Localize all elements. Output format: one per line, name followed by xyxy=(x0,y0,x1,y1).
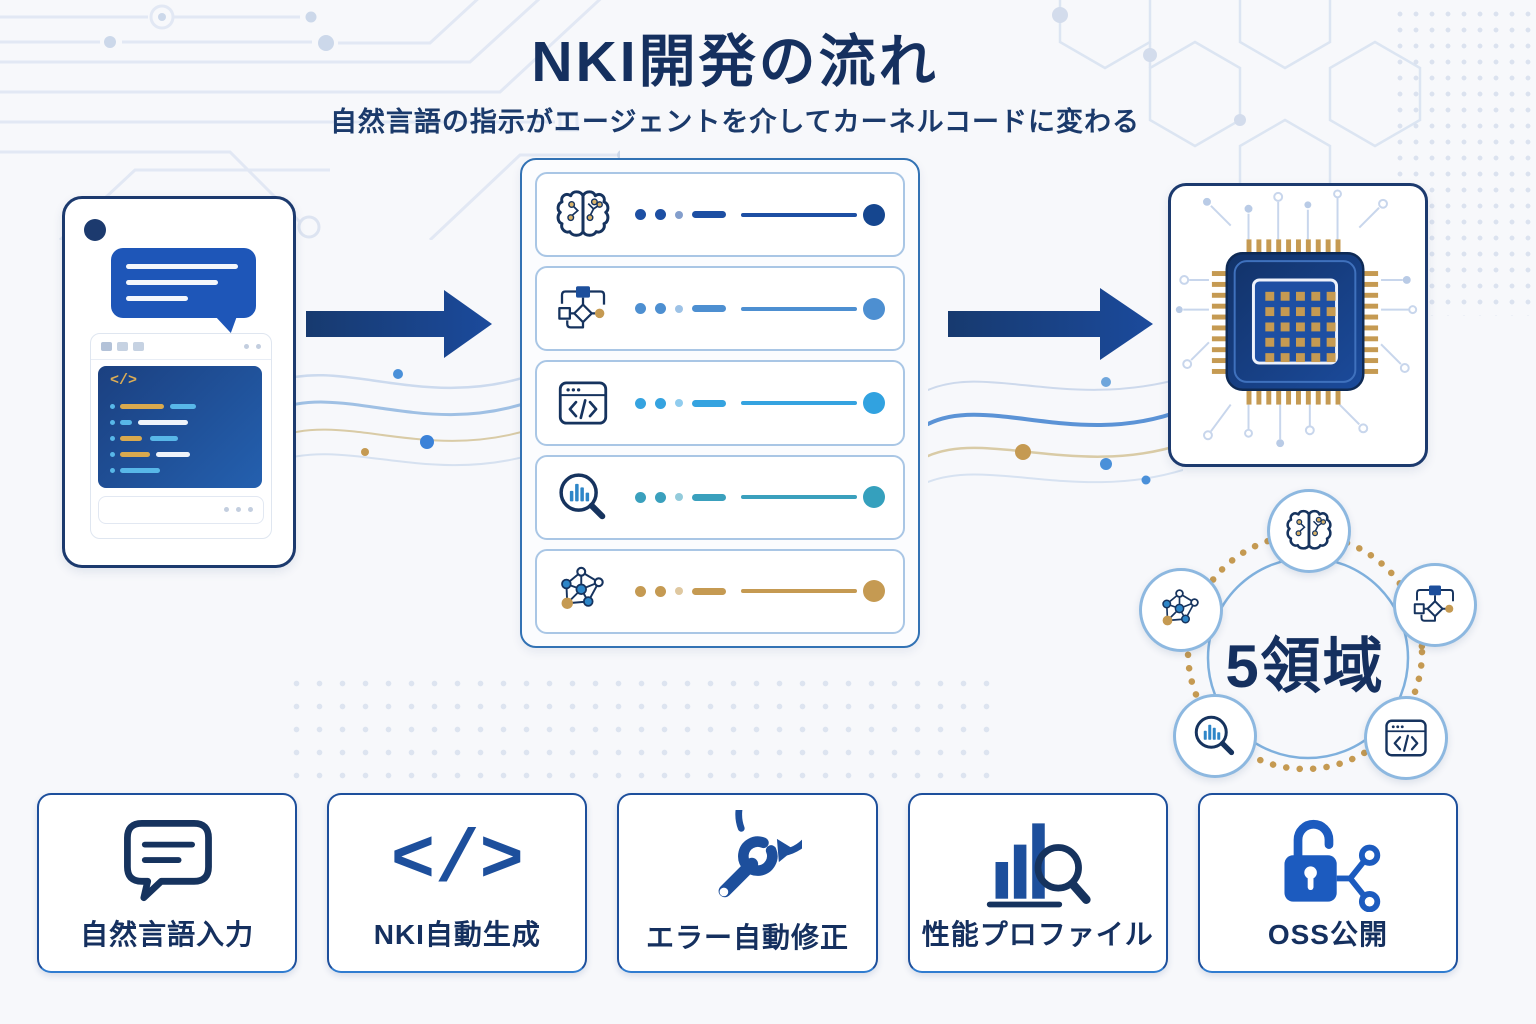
domain-bubble-profiling xyxy=(1173,694,1257,778)
brain-icon xyxy=(1285,507,1333,555)
page-title: NKI開発の流れ xyxy=(531,30,939,94)
code-window-icon xyxy=(555,375,611,431)
page-subtitle: 自然言語の指示がエージェントを介してカーネルコードに変わる xyxy=(329,107,1141,137)
progress-track xyxy=(635,392,885,414)
chat-bubble-tail xyxy=(215,316,237,333)
pipeline-row-flowchart xyxy=(535,266,905,352)
window-titlebar xyxy=(91,334,271,360)
wrench-refresh-icon xyxy=(694,809,802,916)
flow-arrow-left xyxy=(306,290,492,358)
card-natural-language-input: 自然言語入力 xyxy=(37,793,298,973)
avatar xyxy=(84,219,106,241)
progress-track xyxy=(635,580,885,603)
progress-track xyxy=(635,486,885,509)
code-window-icon xyxy=(1382,714,1430,762)
kernel-chip-illustration xyxy=(1168,183,1428,467)
agent-pipeline-panel xyxy=(520,158,920,648)
five-domains-diagram: 5領域 xyxy=(1139,480,1477,810)
card-label: OSS公開 xyxy=(1267,919,1388,950)
domain-bubble-network xyxy=(1139,568,1223,652)
code-block: </> xyxy=(98,366,262,488)
progress-track xyxy=(635,297,885,320)
card-performance-profile: 性能プロファイル xyxy=(907,793,1168,973)
natural-language-input-illustration: </> xyxy=(62,196,296,568)
card-error-auto-fix: エラー自動修正 xyxy=(617,793,878,973)
code-glyph: </> xyxy=(110,372,138,389)
code-editor-window: </> xyxy=(90,333,272,539)
chip-icon xyxy=(1175,189,1418,448)
pipeline-row-code xyxy=(535,360,905,446)
domain-bubble-brain xyxy=(1267,489,1351,573)
chart-search-icon xyxy=(1191,712,1239,760)
chat-bubble xyxy=(111,248,256,318)
card-label: 性能プロファイル xyxy=(921,919,1154,950)
pipeline-row-profiling xyxy=(535,454,905,540)
code-icon: </> xyxy=(390,820,524,904)
lock-share-icon xyxy=(1269,811,1387,913)
message-input-bar xyxy=(98,496,264,524)
flow-waves-left xyxy=(275,369,535,467)
chat-icon xyxy=(111,811,223,913)
domain-bubble-code xyxy=(1364,696,1448,780)
network-icon xyxy=(555,563,611,619)
card-label: 自然言語入力 xyxy=(80,919,255,950)
flowchart-icon xyxy=(1411,581,1459,629)
five-domains-label: 5領域 xyxy=(1225,633,1385,700)
card-oss-release: OSS公開 xyxy=(1197,793,1459,973)
flowchart-icon xyxy=(555,281,611,337)
network-icon xyxy=(1157,586,1205,634)
feature-cards-row: 自然言語入力 </> NKI自動生成 エラー自動修正 xyxy=(37,793,1459,973)
card-nki-auto-generation: </> NKI自動生成 xyxy=(327,793,588,973)
chart-search-icon xyxy=(555,469,611,525)
pipeline-row-brain xyxy=(535,172,905,258)
pipeline-row-network xyxy=(535,548,905,635)
progress-track xyxy=(635,203,885,226)
flow-arrow-right xyxy=(948,288,1153,360)
chart-search-icon xyxy=(982,811,1094,913)
card-label: NKI自動生成 xyxy=(373,919,541,950)
brain-icon xyxy=(555,187,611,243)
dot-grid-bottom-left xyxy=(285,672,990,784)
card-label: エラー自動修正 xyxy=(646,922,850,953)
domain-bubble-flowchart xyxy=(1393,563,1477,647)
